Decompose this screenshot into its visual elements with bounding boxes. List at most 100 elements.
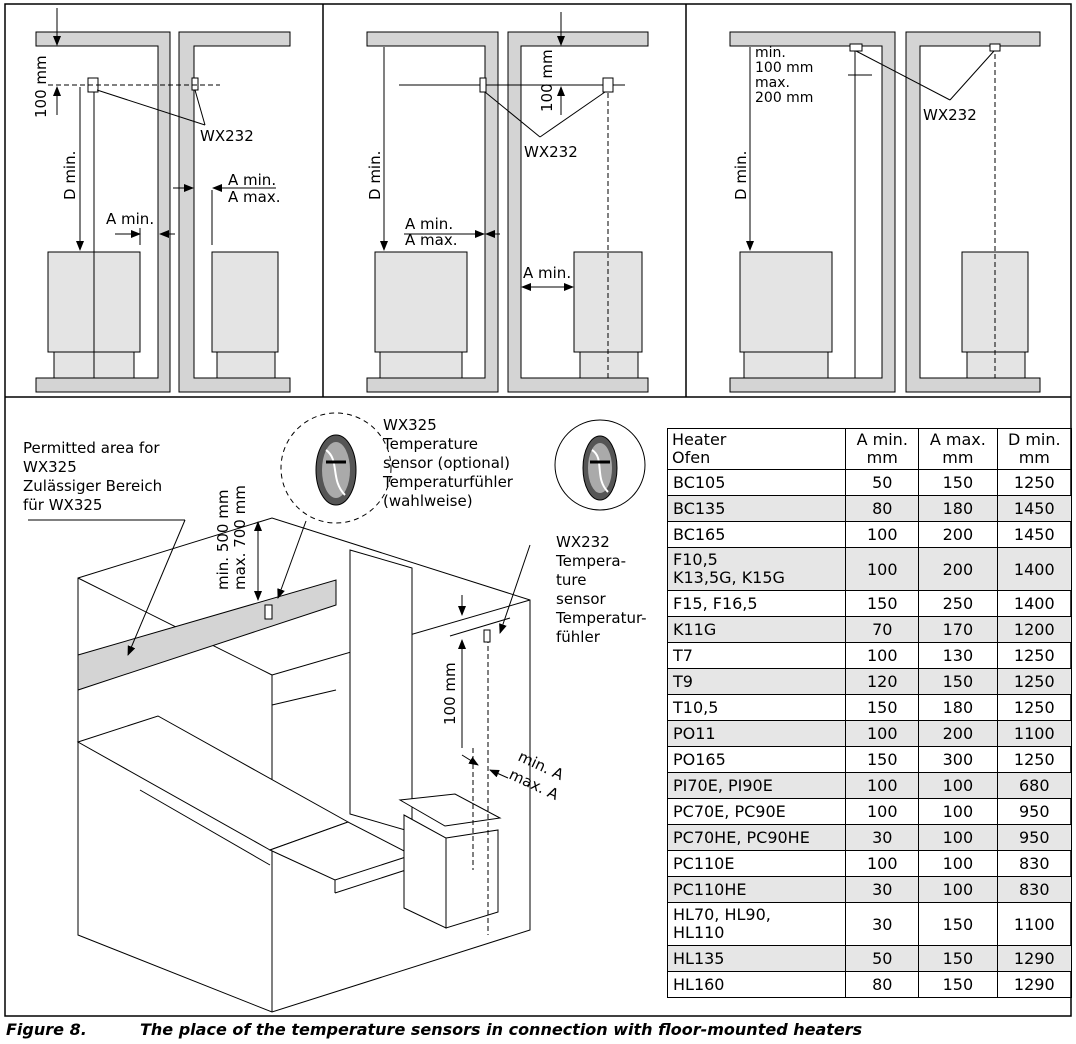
a-max-value: 200 (918, 720, 998, 747)
permitted-area-label: Permitted area for (23, 439, 160, 457)
d-min-value: 1400 (996, 590, 1073, 617)
sensor-label: WX232 (200, 127, 254, 145)
dim-max-700mm: max. 700 mm (231, 485, 249, 590)
dim-d-min: D min. (732, 151, 750, 200)
heater-model: BC165 (666, 521, 847, 548)
a-min-value: 120 (845, 668, 920, 695)
heater-model: PI70E, PI90E (666, 772, 847, 799)
col-d-min: D min.mm (996, 428, 1073, 470)
col-a-max: A max.mm (918, 428, 998, 470)
a-max-value: 200 (918, 547, 998, 591)
a-min-value: 80 (845, 971, 920, 998)
d-min-value: 680 (996, 772, 1073, 799)
wx325-label: Temperature (382, 435, 478, 453)
d-min-value: 1100 (996, 720, 1073, 747)
wx325-label: sensor (optional) (383, 454, 510, 472)
dim-a-min: A min. (106, 210, 154, 228)
wx232-label: fühler (556, 628, 601, 646)
a-min-value: 100 (845, 642, 920, 669)
figure-caption: Figure 8. The place of the temperature se… (6, 1020, 862, 1039)
dim-a-min-side: A min. (523, 264, 571, 282)
dim-a-max: A max. (228, 188, 280, 206)
d-min-value: 1450 (996, 495, 1073, 522)
wx232-label: sensor (556, 590, 607, 608)
heater-model: PO11 (666, 720, 847, 747)
d-min-value: 830 (996, 850, 1073, 877)
dim-min-500mm: min. 500 mm (214, 490, 232, 590)
heater-model: PC110HE (666, 876, 847, 903)
a-min-value: 30 (845, 824, 920, 851)
d-min-value: 1100 (996, 902, 1073, 946)
wx232-label: Tempera- (555, 552, 626, 570)
a-min-value: 30 (845, 902, 920, 946)
a-max-value: 150 (918, 469, 998, 496)
a-min-value: 100 (845, 798, 920, 825)
perspective-diagram (28, 412, 646, 1013)
a-max-value: 130 (918, 642, 998, 669)
col-a-min: A min.mm (845, 428, 920, 470)
panel-2-diagram: D min. 100 mm A min. A max. A min. WX232 (366, 12, 649, 393)
a-max-value: 170 (918, 616, 998, 643)
a-max-value: 180 (918, 694, 998, 721)
d-min-value: 1250 (996, 668, 1073, 695)
heater-model: F15, F16,5 (666, 590, 847, 617)
a-min-value: 80 (845, 495, 920, 522)
dim-min: min. (755, 45, 786, 61)
d-min-value: 1250 (996, 469, 1073, 496)
a-max-value: 300 (918, 746, 998, 773)
a-max-value: 150 (918, 902, 998, 946)
heater-model: T10,5 (666, 694, 847, 721)
a-max-value: 100 (918, 850, 998, 877)
heater-model: K11G (666, 616, 847, 643)
a-min-value: 100 (845, 720, 920, 747)
d-min-value: 1400 (996, 547, 1073, 591)
a-min-value: 150 (845, 694, 920, 721)
wx325-label: WX325 (383, 416, 437, 434)
heater-model: PC70HE, PC90HE (666, 824, 847, 851)
wx325-sensor-icon (315, 434, 357, 506)
heater-model: PC110E (666, 850, 847, 877)
panel-1-diagram: 100 mm D min. A min. A min. A max. WX232 (32, 8, 291, 393)
permitted-area-label: Zulässiger Bereich (23, 477, 162, 495)
dim-a-min: A min. (228, 171, 276, 189)
heater-model: HL135 (666, 945, 847, 972)
dim-d-min: D min. (61, 151, 79, 200)
dim-a-max: A max. (405, 231, 457, 249)
a-max-value: 100 (918, 824, 998, 851)
a-max-value: 250 (918, 590, 998, 617)
d-min-value: 1290 (996, 971, 1073, 998)
d-min-value: 1250 (996, 694, 1073, 721)
figure-number: Figure 8. (6, 1020, 87, 1039)
dim-max: max. (755, 75, 790, 91)
sensor-label: WX232 (524, 143, 578, 161)
d-min-value: 1200 (996, 616, 1073, 643)
heater-model: T7 (666, 642, 847, 669)
permitted-area-label: für WX325 (23, 496, 102, 514)
heater-model: PC70E, PC90E (666, 798, 847, 825)
sensor-label: WX232 (923, 106, 977, 124)
a-max-value: 100 (918, 798, 998, 825)
wx325-label: Temperaturfühler (382, 473, 514, 491)
a-max-value: 100 (918, 876, 998, 903)
perspective-labels: Permitted area for WX325 Zulässiger Bere… (23, 416, 647, 804)
a-max-value: 150 (918, 945, 998, 972)
a-max-value: 200 (918, 521, 998, 548)
heater-model: T9 (666, 668, 847, 695)
dim-100mm: 100 mm (32, 55, 50, 118)
a-max-value: 180 (918, 495, 998, 522)
figure-caption-text: The place of the temperature sensors in … (140, 1020, 863, 1039)
